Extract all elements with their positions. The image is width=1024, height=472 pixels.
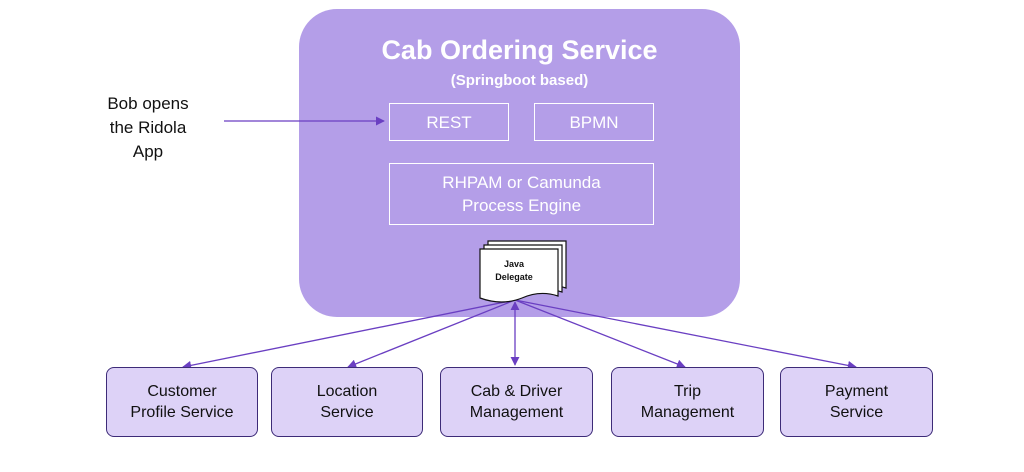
cab-line1: Cab & Driver (470, 383, 563, 400)
payment-line2: Service (829, 404, 884, 421)
customer-line2: Profile Service (130, 404, 234, 421)
location-service-box: Location Service (271, 367, 423, 437)
process-engine-label: RHPAM or Camunda Process Engine (442, 171, 600, 217)
trip-management-box: Trip Management (611, 367, 764, 437)
arrow-to-payment (514, 299, 857, 370)
delegate-line2: Delegate (495, 272, 533, 282)
trip-management-label: Trip Management (641, 381, 734, 423)
bpmn-label: BPMN (569, 112, 619, 132)
location-service-label: Location Service (317, 381, 378, 423)
main-title: Cab Ordering Service (381, 35, 658, 65)
process-engine-box: RHPAM or Camunda Process Engine (389, 163, 654, 225)
location-line2: Service (320, 404, 374, 421)
customer-line1: Customer (147, 383, 217, 400)
bpmn-box: BPMN (534, 103, 654, 141)
customer-profile-service-box: Customer Profile Service (106, 367, 258, 437)
cab-driver-management-label: Cab & Driver Management (470, 381, 563, 423)
bob-caption: Bob opens the Ridola App (80, 92, 216, 164)
process-engine-line2: Process Engine (461, 196, 582, 215)
payment-line1: Payment (824, 383, 889, 400)
cab-driver-management-box: Cab & Driver Management (440, 367, 593, 437)
customer-profile-service-label: Customer Profile Service (130, 381, 233, 423)
cab-line2: Management (469, 404, 564, 421)
caption-line1: Bob opens (107, 94, 189, 113)
caption-line3: App (132, 142, 164, 161)
main-subtitle: (Springboot based) (450, 72, 589, 89)
rest-box: REST (389, 103, 509, 141)
caption-line2: the Ridola (109, 118, 187, 137)
arrow-to-trip (514, 299, 686, 369)
location-line1: Location (316, 383, 378, 400)
rest-label: REST (426, 112, 472, 132)
delegate-line1: Java (503, 259, 525, 269)
trip-line1: Trip (674, 383, 701, 400)
arrow-to-location (347, 299, 516, 369)
payment-service-box: Payment Service (780, 367, 933, 437)
java-delegate-label: Java Delegate (484, 258, 544, 284)
payment-service-label: Payment Service (825, 381, 888, 423)
document-stack-icon (479, 240, 567, 303)
trip-line2: Management (640, 404, 735, 421)
process-engine-line1: RHPAM or Camunda (442, 173, 601, 192)
arrow-to-customer-profile (182, 299, 516, 370)
